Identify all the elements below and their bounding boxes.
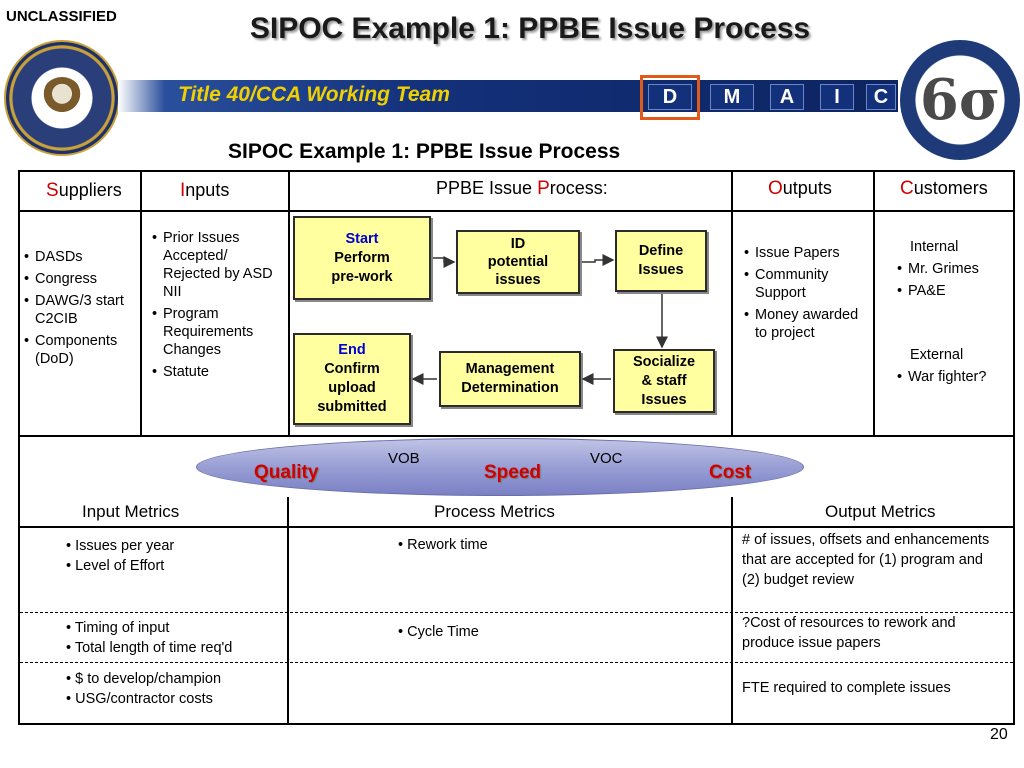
output-metrics-header: Output Metrics: [825, 502, 936, 521]
divider: [731, 172, 733, 435]
suppliers-list: DASDs Congress DAWG/3 start C2CIB Compon…: [24, 248, 138, 372]
customers-header: Customers: [900, 178, 988, 199]
suppliers-header: Suppliers: [46, 180, 122, 201]
page-number: 20: [990, 726, 1008, 743]
divider: [140, 172, 142, 435]
divider: [873, 172, 875, 435]
quality-label: Quality: [254, 462, 319, 483]
arrow: [582, 254, 615, 266]
input-metrics-row-3: $ to develop/champion USG/contractor cos…: [66, 669, 221, 709]
list-item: Issue Papers: [744, 244, 872, 262]
list-item: Community Support: [744, 266, 872, 302]
list-item: Congress: [24, 270, 138, 288]
list-item: Total length of time req'd: [66, 638, 233, 658]
customers-internal-label: Internal: [910, 239, 959, 255]
list-item: DASDs: [24, 248, 138, 266]
outputs-list: Issue Papers Community Support Money awa…: [744, 244, 872, 346]
dmaic-a-button[interactable]: A: [770, 84, 804, 110]
dashed-divider: [20, 662, 1013, 663]
list-item: Program Requirements Changes: [152, 305, 286, 359]
dmaic-i-button[interactable]: I: [820, 84, 854, 110]
list-item: Cycle Time: [398, 622, 479, 642]
input-metrics-row-1: Issues per year Level of Effort: [66, 536, 174, 576]
input-metrics-header: Input Metrics: [82, 502, 180, 521]
list-item: DAWG/3 start C2CIB: [24, 292, 138, 328]
divider: [288, 172, 290, 435]
page-title: SIPOC Example 1: PPBE Issue Process: [249, 12, 811, 45]
list-item: $ to develop/champion: [66, 669, 221, 689]
process-step-end: End Confirm upload submitted: [293, 333, 411, 425]
process-step-define: Define Issues: [615, 230, 707, 292]
classification-label: UNCLASSIFIED: [6, 8, 117, 25]
dashed-divider: [20, 612, 1013, 613]
dmaic-current-phase-frame: [640, 75, 700, 120]
divider: [731, 497, 733, 723]
voc-label: VOC: [590, 450, 623, 467]
speed-label: Speed: [484, 462, 542, 483]
output-metrics-row-3: FTE required to complete issues: [742, 680, 951, 696]
list-item: Level of Effort: [66, 556, 174, 576]
divider: [20, 526, 1013, 528]
customers-external-list: War fighter?: [897, 368, 1013, 390]
title-banner: [118, 80, 898, 112]
lean-six-sigma-seal-icon: 6σ: [900, 40, 1020, 160]
divider: [20, 435, 1013, 437]
divider: [20, 210, 1013, 212]
list-item: Money awarded to project: [744, 306, 872, 342]
dmaic-d-button[interactable]: D: [648, 84, 692, 110]
dmaic-m-button[interactable]: M: [710, 84, 754, 110]
output-metrics-row-2: ?Cost of resources to rework and produce…: [742, 615, 956, 651]
process-metrics-row-2: Cycle Time: [398, 622, 479, 642]
divider: [287, 497, 289, 723]
process-step-id-issues: ID potential issues: [456, 230, 580, 294]
list-item: Timing of input: [66, 618, 232, 638]
eagle-icon: [41, 77, 83, 119]
list-item: Statute: [152, 363, 286, 381]
list-item: Rework time: [398, 535, 488, 555]
list-item: Prior Issues Accepted/ Rejected by ASD N…: [152, 229, 286, 301]
process-flow-arrows: [411, 254, 668, 385]
output-metrics-row-1: # of issues, offsets and enhancements th…: [742, 532, 990, 588]
dod-seal-icon: [4, 40, 120, 156]
process-step-start: Start Perform pre-work: [293, 216, 431, 300]
cost-label: Cost: [709, 462, 752, 483]
customers-external-label: External: [910, 347, 964, 363]
process-header: PPBE Issue Process:: [436, 178, 608, 199]
banner-title: Title 40/CCA Working Team: [178, 83, 450, 106]
process-step-management: Management Determination: [439, 351, 581, 407]
inputs-header: Inputs: [180, 180, 230, 201]
input-metrics-row-2: Timing of input Total length of time req…: [66, 618, 233, 658]
process-metrics-row-1: Rework time: [398, 535, 488, 555]
vob-label: VOB: [388, 450, 420, 467]
list-item: Components (DoD): [24, 332, 138, 368]
inputs-list: Prior Issues Accepted/ Rejected by ASD N…: [152, 229, 286, 385]
list-item: War fighter?: [897, 368, 1013, 386]
customers-internal-list: Mr. Grimes PA&E: [897, 260, 1013, 304]
list-item: Issues per year: [66, 536, 174, 556]
arrow: [433, 256, 456, 268]
sipoc-subtitle: SIPOC Example 1: PPBE Issue Process: [228, 140, 621, 163]
list-item: Mr. Grimes: [897, 260, 1013, 278]
list-item: PA&E: [897, 282, 1013, 300]
process-step-socialize: Socialize & staff Issues: [613, 349, 715, 413]
list-item: USG/contractor costs: [66, 689, 221, 709]
voice-of-business-customer-lens: [196, 438, 804, 496]
dmaic-c-button[interactable]: C: [866, 84, 896, 110]
outputs-header: Outputs: [768, 178, 832, 199]
six-sigma-icon: 6σ: [919, 67, 1001, 133]
sipoc-table: Suppliers Inputs PPBE Issue Process: Out…: [18, 170, 1015, 725]
process-metrics-header: Process Metrics: [434, 502, 555, 521]
